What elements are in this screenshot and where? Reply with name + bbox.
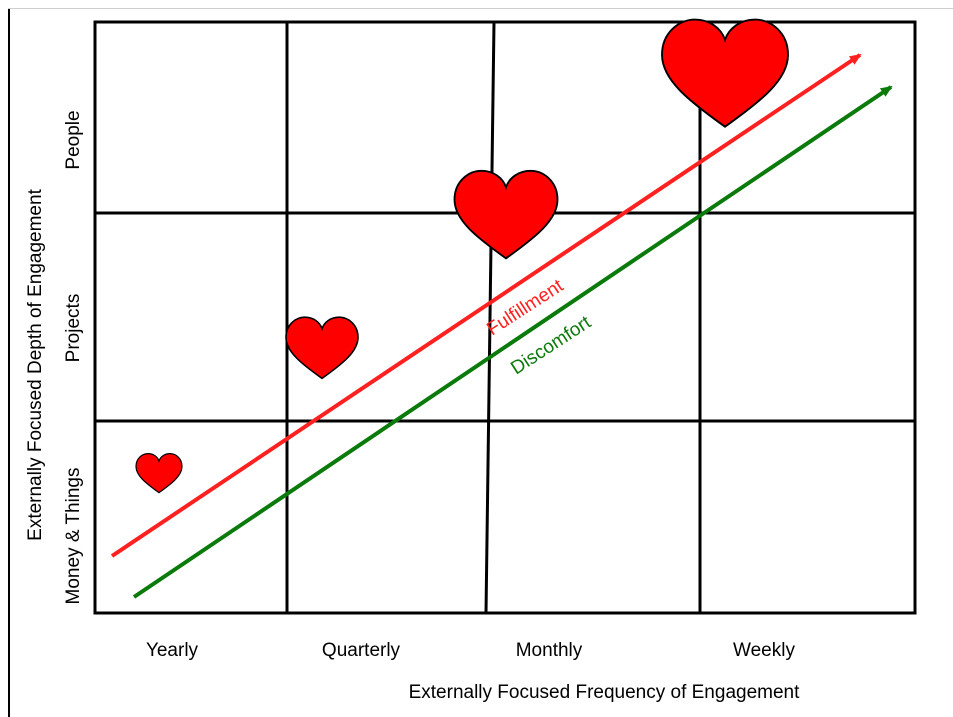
column-label-yearly: Yearly (146, 640, 199, 661)
frame-top-border (8, 8, 953, 9)
grid-line-col-2 (484, 21, 496, 614)
heart-icon-monthly (453, 169, 559, 260)
row-label-people: People (63, 110, 84, 169)
heart-icon-quarterly (285, 316, 359, 380)
grid-border (93, 20, 917, 615)
heart-icon-weekly (661, 18, 789, 128)
fulfillment-arrow (110, 53, 862, 558)
row-label-projects: Projects (63, 294, 84, 363)
discomfort-arrow (132, 85, 893, 599)
frame-left-border (8, 8, 10, 717)
column-label-quarterly: Quarterly (322, 640, 401, 661)
column-label-weekly: Weekly (733, 640, 795, 661)
heart-icon-yearly (135, 453, 183, 494)
row-label-money-things: Money & Things (63, 468, 84, 605)
y-axis-title: Externally Focused Depth of Engagement (25, 188, 46, 540)
x-axis-title: Externally Focused Frequency of Engageme… (409, 682, 800, 703)
column-label-monthly: Monthly (516, 640, 583, 661)
